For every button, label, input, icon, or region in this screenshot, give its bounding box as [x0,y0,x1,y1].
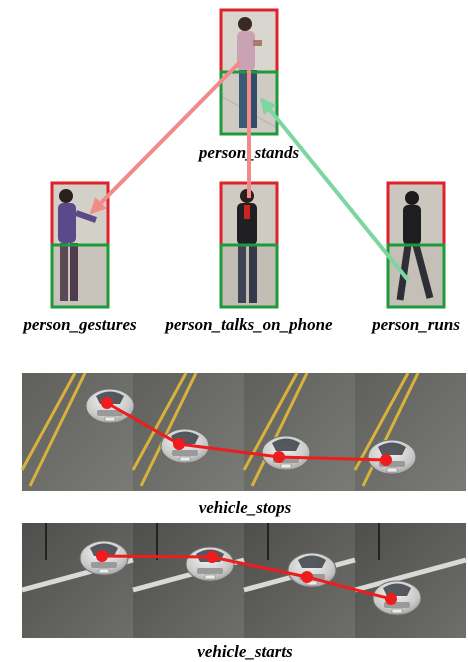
trajectory-point [101,397,113,409]
child-person-talks-on-phone [219,181,279,309]
strip-vehicle-starts [21,523,467,638]
label-vehicle-starts: vehicle_starts [197,642,293,661]
bottom-box-gestures [50,243,110,309]
trajectory-stops [106,401,387,462]
bottom-box-talks [219,243,279,309]
arrow-runs-to-stands [259,97,410,282]
trajectory-point [380,454,392,466]
arrow-stands-to-gestures [89,60,242,215]
child-person-runs [386,181,446,309]
trajectory-point [301,571,313,583]
strip-vehicle-stops [20,372,466,491]
trajectory-starts [101,554,392,601]
label-person-gestures: person_gestures [21,315,137,334]
trajectory-point [273,451,285,463]
label-person-talks-on-phone: person_talks_on_phone [163,315,333,334]
trajectory-point [385,593,397,605]
label-person-runs: person_runs [370,315,460,334]
bottom-box-runs [386,243,446,309]
trajectory-point [173,438,185,450]
trajectory-point [96,550,108,562]
trajectory-point [206,551,218,563]
label-vehicle-stops: vehicle_stops [199,498,292,517]
